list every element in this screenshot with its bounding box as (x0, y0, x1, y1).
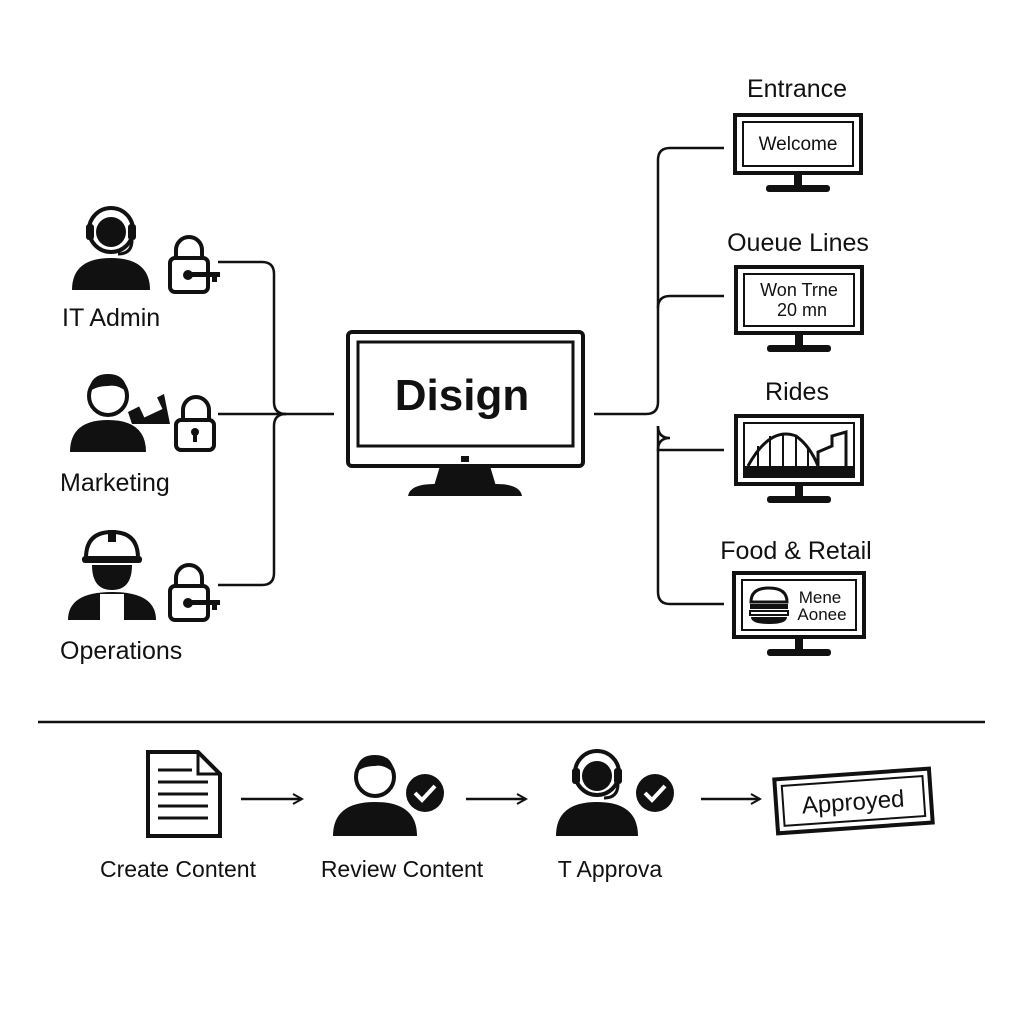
screen-title: Oueue Lines (727, 229, 869, 257)
stamp-icon (772, 766, 935, 836)
workflow-step-review: Review Content (321, 755, 484, 882)
lock-icon (174, 395, 216, 452)
screen-line: Aonee (797, 605, 846, 624)
role-label: IT Admin (62, 304, 160, 332)
display-icon (734, 414, 864, 503)
display-icon (733, 113, 863, 192)
screen-title: Rides (765, 378, 829, 406)
role-marketing: Marketing (60, 374, 216, 497)
desktop-monitor-icon (346, 330, 585, 496)
workflow-step-label: Create Content (100, 856, 257, 882)
screen-rides: Rides (734, 378, 864, 503)
screen-line: Welcome (759, 134, 838, 155)
screen-line: Won Trne (760, 280, 838, 300)
screen-line: Mene (799, 588, 842, 607)
document-icon (146, 750, 222, 838)
left-connector (218, 260, 334, 587)
hardhat-worker-icon (68, 529, 156, 620)
central-display: Disign (346, 330, 585, 496)
roller-coaster-icon (744, 430, 854, 477)
screen-entrance: Entrance Welcome (733, 75, 863, 192)
role-it-admin: IT Admin (62, 206, 220, 332)
approved-stamp: Approyed (772, 766, 935, 836)
screen-food-retail: Food & Retail Mene Aonee (720, 537, 872, 656)
workflow-step-create: Create Content (100, 750, 257, 882)
person-check-icon (333, 755, 444, 836)
screen-queue-lines: Oueue Lines Won Trne 20 mn (727, 229, 869, 352)
role-label: Operations (60, 637, 182, 665)
role-label: Marketing (60, 469, 170, 497)
headset-person-check-icon (556, 749, 674, 836)
person-with-megaphone-icon (70, 374, 170, 452)
screen-title: Entrance (747, 75, 847, 103)
workflow-step-label: T Approva (558, 856, 663, 882)
central-display-label: Disign (395, 371, 529, 420)
role-operations: Operations (60, 529, 220, 665)
screen-line: 20 mn (777, 300, 827, 320)
lock-with-key-icon (168, 235, 220, 294)
screen-title: Food & Retail (720, 537, 871, 565)
burger-icon (749, 586, 789, 624)
lock-with-key-icon (168, 563, 220, 622)
display-icon (734, 265, 864, 352)
workflow-step-approval: T Approva (556, 749, 674, 882)
right-connector (594, 146, 724, 606)
workflow-step-label: Review Content (321, 856, 484, 882)
headset-person-icon (72, 206, 150, 290)
